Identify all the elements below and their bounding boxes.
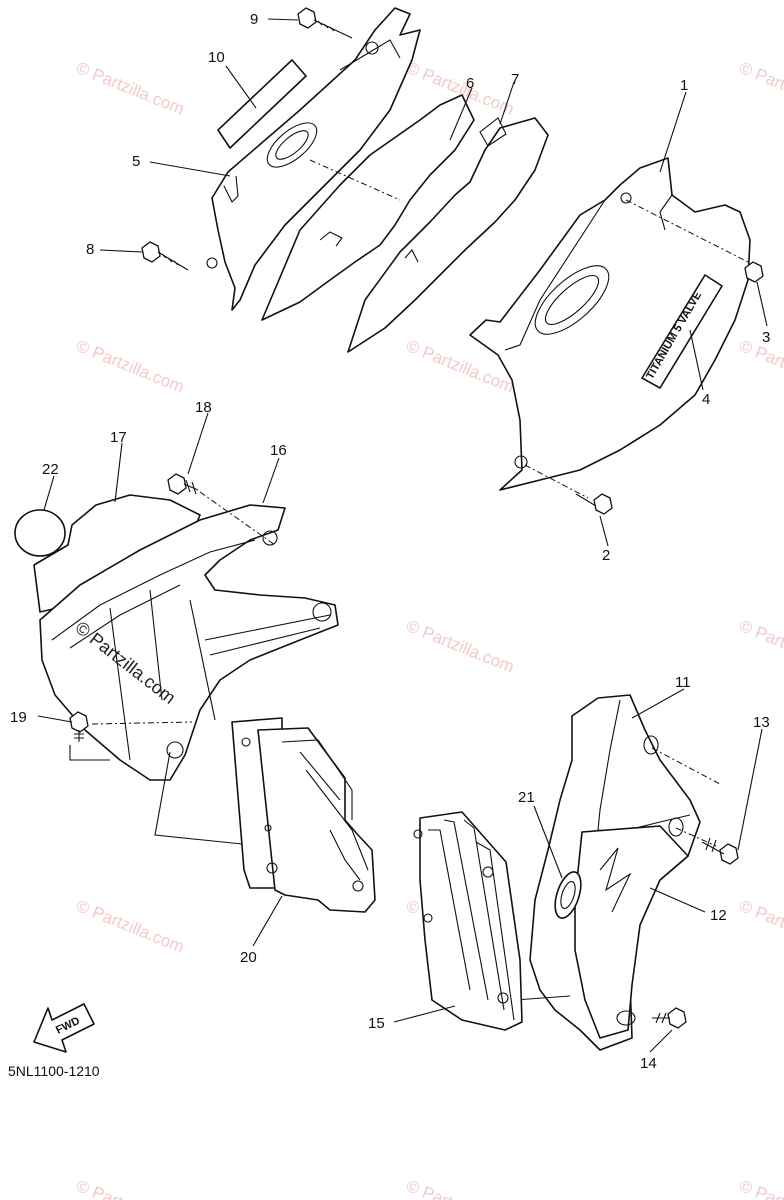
part-12-graphic[interactable] (574, 825, 689, 1039)
part-7-plate[interactable] (347, 117, 549, 353)
callout-3[interactable]: 3 (762, 329, 770, 346)
callout-22[interactable]: 22 (42, 461, 59, 478)
callout-9[interactable]: 9 (250, 11, 258, 28)
side-cover-right-group: TITANIUM 5 VALVE (469, 157, 764, 515)
callout-21[interactable]: 21 (518, 789, 535, 806)
callout-12[interactable]: 12 (710, 907, 727, 924)
bolt-9[interactable] (297, 7, 353, 39)
watermark-14: © Partzilla.com (737, 1176, 784, 1200)
fwd-arrow: FWD (33, 1003, 95, 1053)
bolt-8[interactable] (141, 241, 189, 271)
callout-10[interactable]: 10 (208, 49, 225, 66)
part-15-louver[interactable] (413, 811, 523, 1031)
callout-11[interactable]: 11 (675, 674, 691, 691)
bolt-3[interactable] (744, 261, 764, 283)
part-16-radiator-cover[interactable] (39, 504, 339, 781)
diagram-code: 5NL1100-1210 (8, 1063, 100, 1079)
watermark-9: © Partzilla.com (74, 896, 187, 957)
watermark-1: © Partzilla.com (74, 58, 187, 119)
callout-5[interactable]: 5 (132, 153, 140, 170)
bolt-2[interactable] (575, 493, 613, 515)
radiator-cover-left-group (14, 473, 376, 913)
part-20-louver[interactable] (231, 717, 376, 913)
watermark-12: © Partzilla.com (74, 1176, 187, 1200)
watermark-4: © Partzilla.com (74, 336, 187, 397)
watermark-3: © Partzilla.com (737, 58, 784, 119)
callout-labels: 1 2 3 4 5 6 7 8 9 10 11 12 13 14 15 16 1… (10, 11, 770, 1072)
fwd-arrow-icon (33, 1003, 95, 1053)
watermark-11: © Partzilla.com (737, 896, 784, 957)
callout-18[interactable]: 18 (195, 399, 212, 416)
callout-1[interactable]: 1 (680, 77, 688, 94)
bolt-14[interactable] (652, 1007, 687, 1029)
watermark-8: © Partzilla.com (737, 616, 784, 677)
callout-20[interactable]: 20 (240, 949, 257, 966)
callout-13[interactable]: 13 (753, 714, 770, 731)
part-10-strip[interactable] (217, 59, 307, 149)
callout-8[interactable]: 8 (86, 241, 94, 258)
callout-17[interactable]: 17 (110, 429, 127, 446)
part-22-emblem[interactable] (14, 509, 66, 557)
callout-15[interactable]: 15 (368, 1015, 385, 1032)
callout-4[interactable]: 4 (702, 391, 710, 408)
watermark-6: © Partzilla.com (737, 336, 784, 397)
bolt-19[interactable] (69, 711, 110, 761)
part-5-left-side-cover[interactable] (211, 7, 421, 311)
bolt-18[interactable] (167, 473, 199, 495)
callout-2[interactable]: 2 (602, 547, 610, 564)
leader-lines (37, 18, 768, 1053)
part-6-plate[interactable] (261, 94, 475, 321)
callout-6[interactable]: 6 (466, 75, 474, 92)
callout-14[interactable]: 14 (640, 1055, 657, 1072)
watermark-13: © Partzilla.com (404, 1176, 517, 1200)
callout-7[interactable]: 7 (511, 71, 519, 88)
callout-19[interactable]: 19 (10, 709, 27, 726)
watermark-7: © Partzilla.com (404, 616, 517, 677)
callout-16[interactable]: 16 (270, 442, 287, 459)
radiator-cover-right-group (413, 694, 739, 1051)
bolt-13[interactable] (701, 837, 739, 865)
side-cover-left-group (141, 7, 549, 353)
part-1-right-side-cover[interactable] (469, 157, 751, 491)
